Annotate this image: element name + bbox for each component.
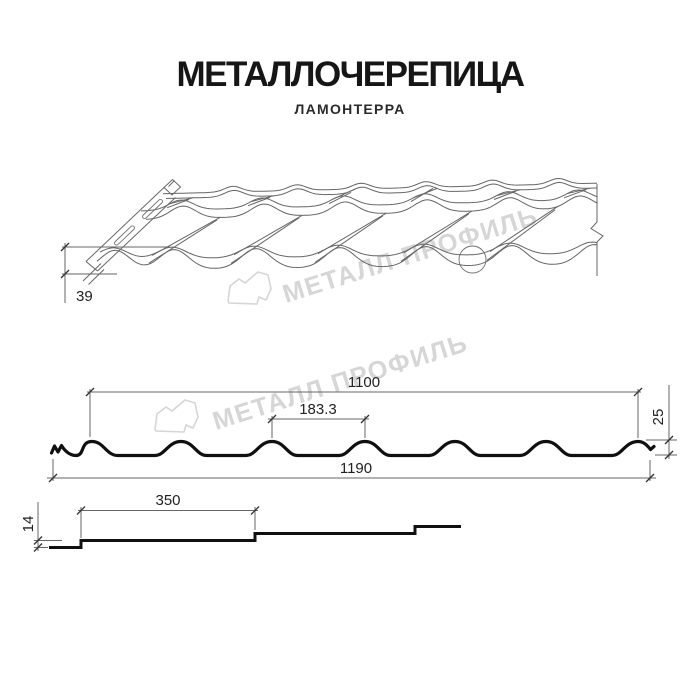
wave-flank-line <box>314 215 384 263</box>
wave-flank-line <box>400 213 470 262</box>
isometric-view: 39 <box>60 177 604 305</box>
dim-text: 25 <box>650 409 667 426</box>
edge-batten <box>82 178 182 285</box>
wave-end-detail <box>458 245 487 274</box>
dimension-39: 39 <box>60 242 170 305</box>
wave-flank-line <box>493 190 517 200</box>
wave-flank-line <box>250 195 275 203</box>
sheet-back-fold <box>165 181 597 199</box>
wave-flank-line <box>328 191 352 205</box>
brand-logo-icon <box>154 399 199 433</box>
dimension-183.3: 183.3 <box>267 401 370 438</box>
steps-outline <box>49 525 461 549</box>
dim-text: 39 <box>76 288 93 305</box>
dimension-25: 25 <box>646 385 677 460</box>
page-title: МЕТАЛЛОЧЕРЕПИЦА <box>176 55 526 94</box>
sheet-back-edge <box>162 177 597 195</box>
dimension-350: 350 <box>76 492 260 538</box>
dimension-14: 14 <box>20 502 62 552</box>
row-step-edge <box>140 189 598 212</box>
wave-flank-line <box>166 198 190 209</box>
wave-flank-line <box>247 196 271 207</box>
wave-flank-line <box>486 209 556 261</box>
brand-logo-icon <box>227 271 272 305</box>
cross-section: 1100 183.3 25 <box>47 374 677 483</box>
wave-flank-line <box>489 205 559 253</box>
eave-edge <box>96 244 598 269</box>
wave-flank-line <box>566 187 591 195</box>
row-step-fold <box>145 195 598 220</box>
side-step-profile: 350 14 <box>20 492 461 552</box>
wave-flank-line <box>169 197 194 205</box>
profile-outline <box>49 439 656 458</box>
wave-flank-line <box>317 212 387 255</box>
wave-flank-line <box>148 219 218 264</box>
dim-text: 350 <box>155 492 180 509</box>
dim-text: 1190 <box>340 460 372 477</box>
break-line <box>590 184 604 276</box>
wave-flank-line <box>410 187 434 203</box>
eave-fold <box>99 241 598 259</box>
wave-flank-line <box>230 217 300 264</box>
wave-flank-line <box>496 189 521 196</box>
dim-text: 14 <box>20 516 37 533</box>
wave-flank-line <box>331 188 356 201</box>
wave-flank-line <box>563 189 587 199</box>
watermark-middle: МЕТАЛЛ ПРОФИЛЬ <box>154 329 471 436</box>
wave-flank-line <box>403 210 473 254</box>
dimension-1190: 1190 <box>47 459 656 483</box>
dim-text: 1100 <box>348 374 380 391</box>
watermark-text: МЕТАЛЛ ПРОФИЛЬ <box>209 329 471 436</box>
dimension-1100: 1100 <box>85 374 643 438</box>
wave-flank-line <box>151 216 221 256</box>
wave-flank-line <box>233 214 303 256</box>
dim-text: 183.3 <box>299 401 337 418</box>
page-subtitle: ЛАМОНТЕРРА <box>294 101 406 117</box>
